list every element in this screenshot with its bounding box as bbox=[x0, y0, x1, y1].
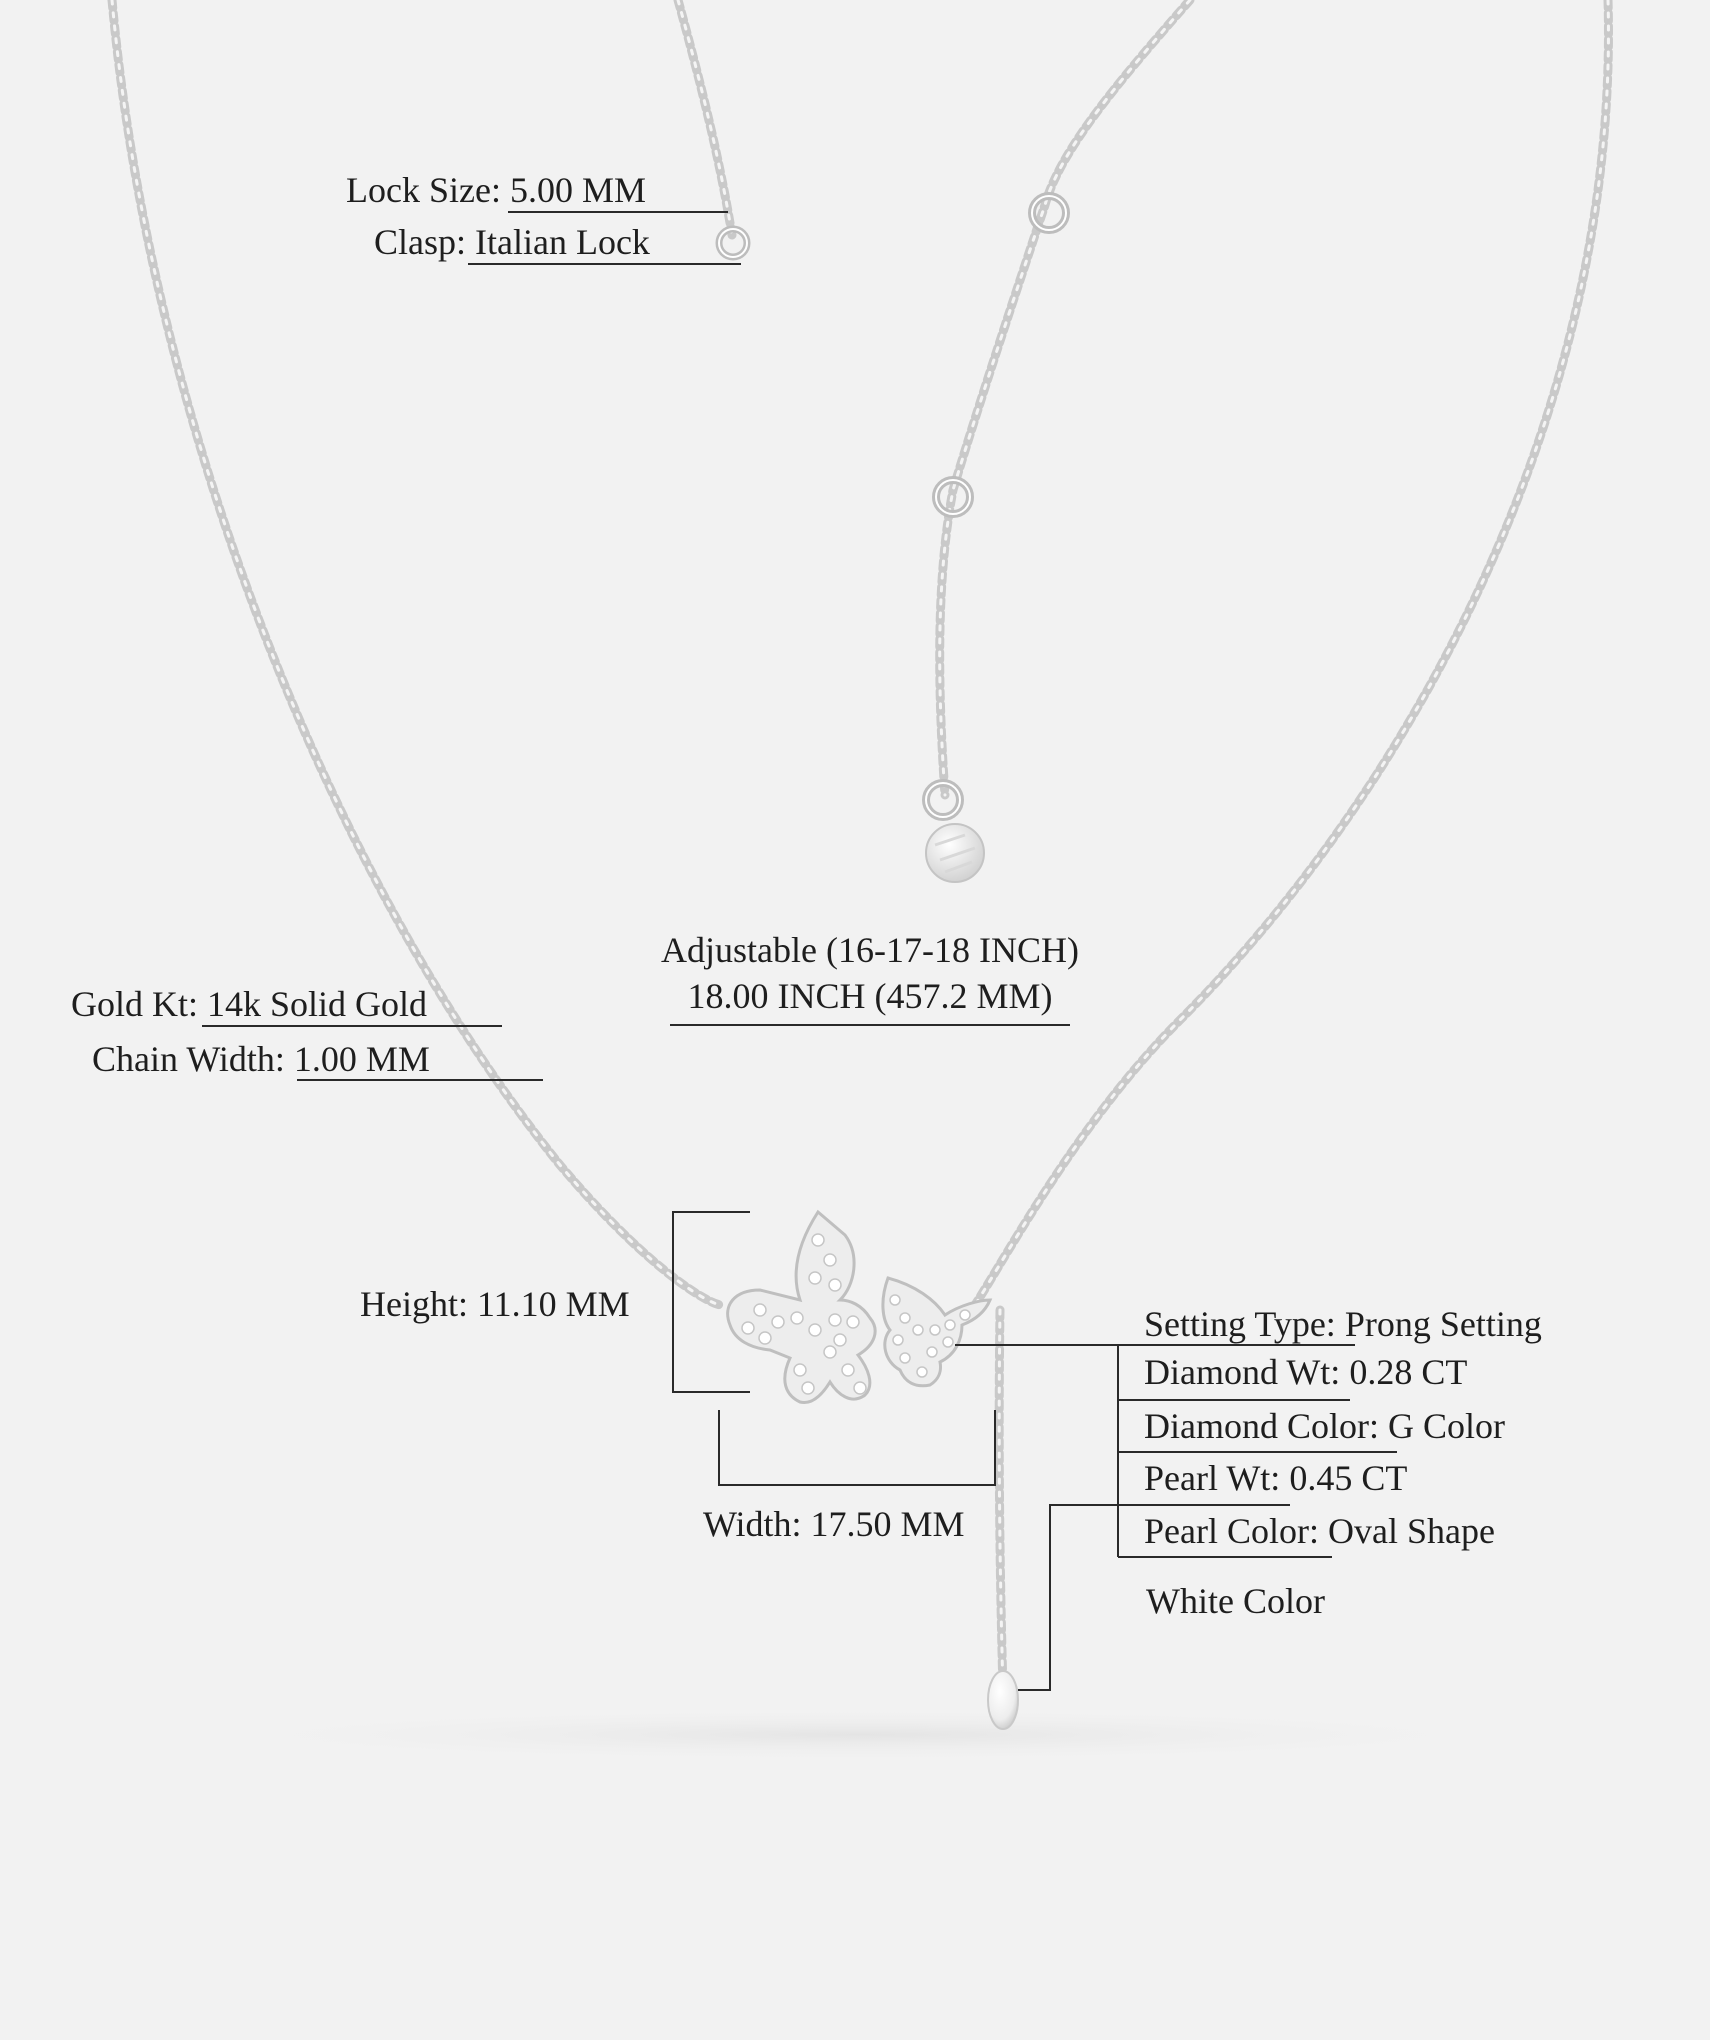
spec-setting-type-label: Setting Type: bbox=[1144, 1304, 1336, 1344]
spec-pearl-wt-label: Pearl Wt: bbox=[1144, 1458, 1281, 1498]
spec-length-total: 18.00 INCH (457.2 MM) bbox=[687, 976, 1053, 1016]
spec-length-adjustable: Adjustable (16-17-18 INCH) bbox=[661, 930, 1079, 970]
spec-lock-size: Lock Size: 5.00 MM bbox=[346, 168, 646, 212]
spec-lock-size-label: Lock Size: bbox=[346, 170, 501, 210]
chain-to-clasp bbox=[673, 0, 737, 240]
spec-setting-type: Setting Type: Prong Setting bbox=[1144, 1302, 1542, 1346]
spec-pearl-wt-value: 0.45 CT bbox=[1280, 1458, 1408, 1498]
lobster-clasp-icon bbox=[715, 225, 751, 261]
spec-diamond-color-value: G Color bbox=[1378, 1406, 1505, 1446]
spec-chain-width-label: Chain Width: bbox=[92, 1039, 285, 1079]
chain-extender bbox=[935, 0, 1195, 800]
spec-height: Height: 11.10 MM bbox=[360, 1282, 630, 1326]
pearl-drop-icon bbox=[987, 1670, 1019, 1730]
spec-diamond-color-label: Diamond Color: bbox=[1144, 1406, 1379, 1446]
chain-strands bbox=[107, 0, 1613, 1695]
spec-diamond-wt-label: Diamond Wt: bbox=[1144, 1352, 1341, 1392]
spec-clasp-label: Clasp: bbox=[374, 222, 467, 262]
spec-pearl-color-extra: White Color bbox=[1146, 1581, 1325, 1621]
floor-shadow bbox=[160, 1707, 1560, 1763]
leader-pearl bbox=[1018, 1504, 1118, 1691]
extender-rings bbox=[922, 192, 1070, 821]
butterfly-large bbox=[726, 1209, 877, 1405]
spec-width: Width: 17.50 MM bbox=[703, 1502, 965, 1546]
spec-chain-width: Chain Width: 1.00 MM bbox=[92, 1037, 430, 1081]
spec-setting-type-value: Prong Setting bbox=[1335, 1304, 1542, 1344]
annotation-leaders bbox=[202, 211, 1397, 1691]
spec-pearl-wt: Pearl Wt: 0.45 CT bbox=[1144, 1456, 1407, 1500]
extender-end-disc bbox=[925, 823, 985, 883]
spec-clasp: Clasp: Italian Lock bbox=[374, 220, 650, 264]
spec-diamond-color: Diamond Color: G Color bbox=[1144, 1404, 1505, 1448]
spec-width-value: 17.50 MM bbox=[801, 1504, 965, 1544]
butterfly-pendant-icon bbox=[726, 1209, 993, 1405]
spec-chain-width-value: 1.00 MM bbox=[284, 1039, 430, 1079]
spec-diamond-wt-value: 0.28 CT bbox=[1340, 1352, 1468, 1392]
spec-gold-kt-label: Gold Kt: bbox=[71, 984, 199, 1024]
spec-lock-size-value: 5.00 MM bbox=[500, 170, 646, 210]
spec-pearl-color: Pearl Color: Oval Shape bbox=[1144, 1509, 1495, 1553]
spec-clasp-value: Italian Lock bbox=[466, 222, 650, 262]
spec-pearl-color-value: Oval Shape bbox=[1318, 1511, 1495, 1551]
spec-height-label: Height: bbox=[360, 1284, 468, 1324]
spec-gold-kt-value: 14k Solid Gold bbox=[198, 984, 428, 1024]
spec-pearl-color-label: Pearl Color: bbox=[1144, 1511, 1319, 1551]
spec-height-value: 11.10 MM bbox=[467, 1284, 630, 1324]
spec-diamond-wt: Diamond Wt: 0.28 CT bbox=[1144, 1350, 1467, 1394]
spec-width-label: Width: bbox=[703, 1504, 802, 1544]
spec-gold-kt: Gold Kt: 14k Solid Gold bbox=[71, 982, 427, 1026]
chain-right-strand bbox=[970, 0, 1613, 1310]
height-bracket bbox=[672, 1211, 750, 1393]
width-bracket bbox=[718, 1410, 996, 1486]
